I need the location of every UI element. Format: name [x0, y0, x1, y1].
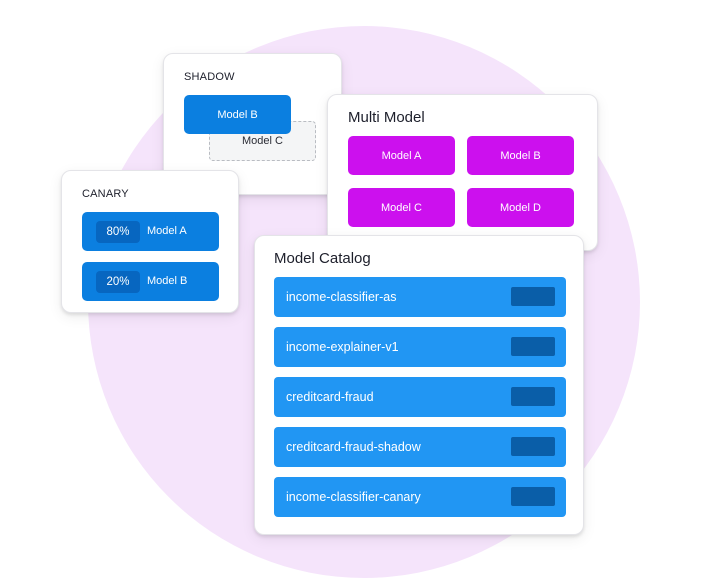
shadow-card: SHADOW Model C Model B	[163, 53, 342, 195]
catalog-item-label: creditcard-fraud	[286, 390, 374, 404]
canary-row-model-b[interactable]: 20% Model B	[82, 262, 219, 301]
primary-model-b[interactable]: Model B	[184, 95, 291, 134]
multi-model-card: Multi Model Model A Model B Model C Mode…	[327, 94, 598, 251]
canary-model-label: Model A	[147, 225, 187, 237]
catalog-item-toggle[interactable]	[511, 337, 555, 356]
multi-model-c[interactable]: Model C	[348, 188, 455, 227]
catalog-item[interactable]: income-classifier-canary	[274, 477, 566, 517]
catalog-item-toggle[interactable]	[511, 387, 555, 406]
catalog-item-label: income-classifier-canary	[286, 490, 421, 504]
multi-model-d[interactable]: Model D	[467, 188, 574, 227]
canary-title: CANARY	[82, 188, 129, 200]
multi-model-b[interactable]: Model B	[467, 136, 574, 175]
catalog-item-label: income-explainer-v1	[286, 340, 399, 354]
canary-card: CANARY 80% Model A 20% Model B	[61, 170, 239, 313]
shadow-title: SHADOW	[184, 71, 235, 83]
catalog-item-toggle[interactable]	[511, 437, 555, 456]
catalog-item[interactable]: income-classifier-as	[274, 277, 566, 317]
model-catalog-title: Model Catalog	[274, 250, 371, 267]
multi-model-title: Multi Model	[348, 109, 425, 126]
multi-model-a[interactable]: Model A	[348, 136, 455, 175]
catalog-item-toggle[interactable]	[511, 287, 555, 306]
model-catalog-card: Model Catalog income-classifier-as incom…	[254, 235, 584, 535]
catalog-item-label: income-classifier-as	[286, 290, 397, 304]
canary-model-label: Model B	[147, 275, 188, 287]
catalog-item[interactable]: income-explainer-v1	[274, 327, 566, 367]
catalog-item-toggle[interactable]	[511, 487, 555, 506]
catalog-item[interactable]: creditcard-fraud	[274, 377, 566, 417]
catalog-item[interactable]: creditcard-fraud-shadow	[274, 427, 566, 467]
canary-percent-badge: 20%	[96, 271, 140, 293]
canary-row-model-a[interactable]: 80% Model A	[82, 212, 219, 251]
canary-percent-badge: 80%	[96, 221, 140, 243]
catalog-item-label: creditcard-fraud-shadow	[286, 440, 421, 454]
